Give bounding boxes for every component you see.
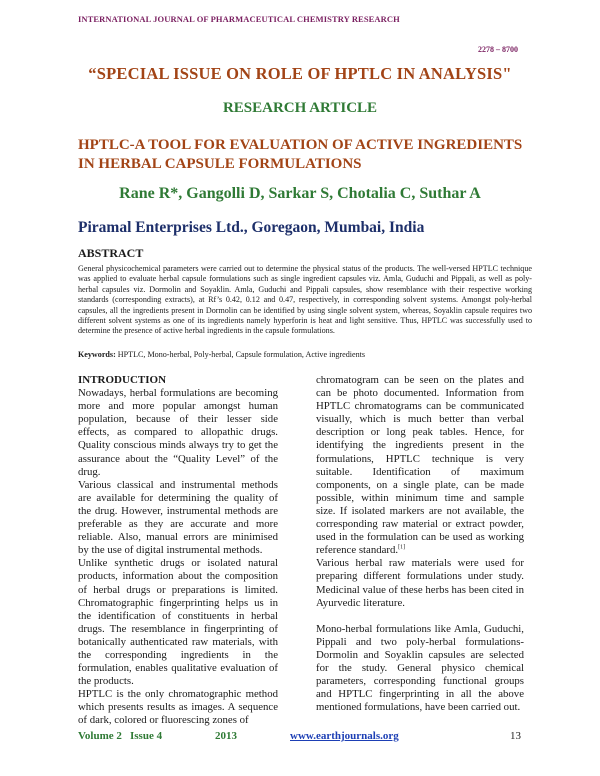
footer-volume: Volume 2 <box>78 730 122 742</box>
special-issue-heading: “SPECIAL ISSUE ON ROLE OF HPTLC IN ANALY… <box>88 64 512 83</box>
paragraph-text: chromatogram can be seen on the plates a… <box>316 374 524 557</box>
keywords-label: Keywords: <box>78 350 116 359</box>
right-column: chromatogram can be seen on the plates a… <box>316 374 524 714</box>
paragraph: chromatogram can be seen on the plates a… <box>316 374 524 557</box>
paragraph: Mono-herbal formulations like Amla, Gudu… <box>316 622 524 714</box>
paragraph: Nowadays, herbal formulations are becomi… <box>78 387 278 478</box>
introduction-heading: INTRODUCTION <box>78 374 167 386</box>
paragraph: Various herbal raw materials were used f… <box>316 557 524 609</box>
authors: Rane R*, Gangolli D, Sarkar S, Chotalia … <box>119 185 481 202</box>
title-line-2: IN HERBAL CAPSULE FORMULATIONS <box>78 156 362 172</box>
journal-website-link[interactable]: www.earthjournals.org <box>290 730 399 742</box>
issn: 2278 – 8700 <box>478 45 518 54</box>
article-title: HPTLC-A TOOL FOR EVALUATION OF ACTIVE IN… <box>78 136 548 174</box>
reference-marker: [1] <box>398 544 406 551</box>
title-line-1: HPTLC-A TOOL FOR EVALUATION OF ACTIVE IN… <box>78 137 523 153</box>
footer-year: 2013 <box>215 730 237 742</box>
abstract-text: General physicochemical parameters were … <box>78 264 532 336</box>
footer-issue: Issue 4 <box>130 730 163 742</box>
article-type: RESEARCH ARTICLE <box>222 100 378 116</box>
journal-name: INTERNATIONAL JOURNAL OF PHARMACEUTICAL … <box>78 14 400 24</box>
paragraph: Unlike synthetic drugs or isolated natur… <box>78 557 278 688</box>
affiliation: Piramal Enterprises Ltd., Goregaon, Mumb… <box>78 219 425 236</box>
abstract-heading: ABSTRACT <box>78 246 144 260</box>
paragraph: HPTLC is the only chromatographic method… <box>78 688 278 727</box>
keywords-list: HPTLC, Mono-herbal, Poly-herbal, Capsule… <box>115 350 366 359</box>
paragraph-gap <box>316 610 524 623</box>
left-column: INTRODUCTION Nowadays, herbal formulatio… <box>78 374 278 728</box>
page-footer: Volume 2 Issue 4 2013 www.earthjournals.… <box>78 730 528 746</box>
keywords: Keywords: HPTLC, Mono-herbal, Poly-herba… <box>78 350 532 360</box>
paragraph: Various classical and instrumental metho… <box>78 478 278 557</box>
page-number: 13 <box>510 730 521 742</box>
